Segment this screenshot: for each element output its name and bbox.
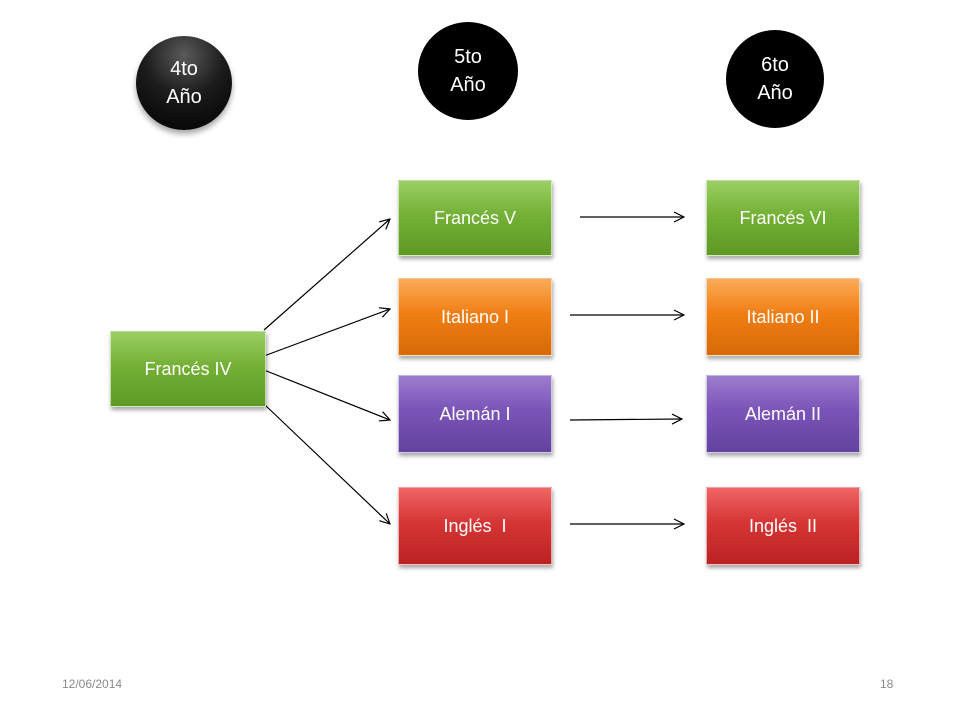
course-frances-vi: Francés VI (706, 180, 860, 256)
course-italiano-i: Italiano I (398, 278, 552, 356)
year-6-circle: 6to Año (726, 30, 824, 128)
arrow-to-italiano-i (263, 309, 390, 357)
course-italiano-ii: Italiano II (706, 278, 860, 356)
arrow-to-aleman-i (263, 369, 390, 420)
course-ingles-i: Inglés I (398, 487, 552, 565)
year-5-circle: 5to Año (418, 22, 518, 120)
page-number: 18 (880, 677, 894, 691)
arrow-to-frances-v (263, 219, 390, 331)
course-ingles-ii: Inglés II (706, 487, 860, 565)
course-aleman-ii: Alemán II (706, 375, 860, 453)
arrow-aleman-i-to-ii (569, 419, 682, 420)
course-aleman-i: Alemán I (398, 375, 552, 453)
year-4-circle: 4to Año (136, 36, 232, 130)
arrow-to-ingles-i (263, 403, 390, 524)
footer-date: 12/06/2014 (62, 677, 123, 691)
course-frances-v: Francés V (398, 180, 552, 256)
course-frances-iv: Francés IV (110, 331, 266, 407)
